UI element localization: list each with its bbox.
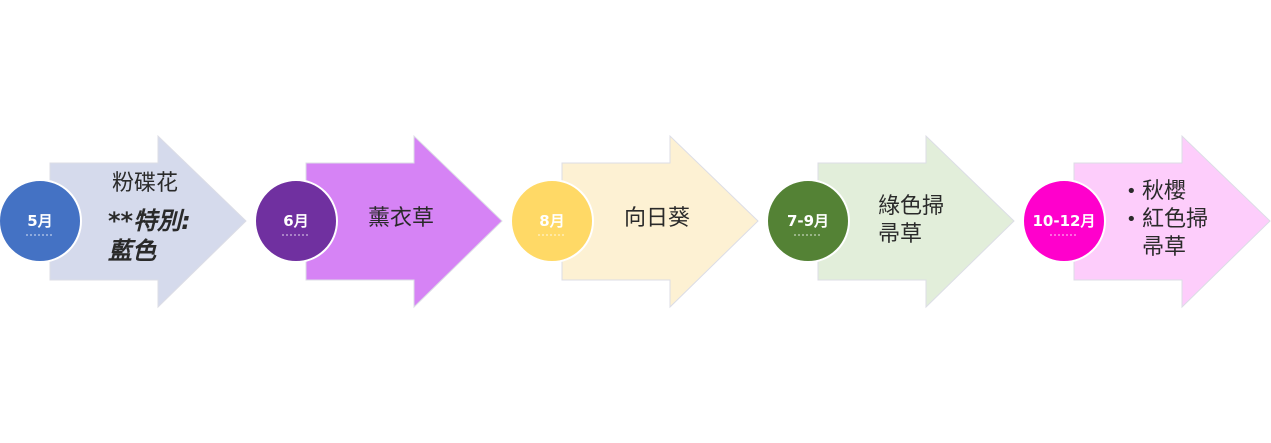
month-circle bbox=[1022, 179, 1106, 263]
month-circle bbox=[254, 179, 338, 263]
step-bullet-list: •秋櫻•紅色掃帚草 bbox=[1126, 178, 1208, 262]
step-label-line: 粉碟花 bbox=[112, 171, 179, 196]
step-label: 粉碟花 **特別:藍色 bbox=[108, 170, 191, 266]
step-arrow bbox=[561, 134, 759, 309]
step-bullet-continuation: 帚草 bbox=[1142, 235, 1187, 260]
month-circle bbox=[0, 179, 82, 263]
month-circle bbox=[766, 179, 850, 263]
month-label: 5月 bbox=[27, 212, 52, 230]
step-label: 綠色掃帚草 bbox=[878, 193, 944, 249]
month-label: 7-9月 bbox=[787, 212, 829, 230]
step-label-line: **特別: bbox=[108, 207, 191, 235]
step-label-line: 藍色 bbox=[108, 237, 156, 265]
month-label: 10-12月 bbox=[1033, 212, 1096, 230]
bullet-dot-icon: • bbox=[1126, 181, 1137, 202]
step-bullet-text: 紅色掃 bbox=[1142, 207, 1209, 232]
step-label-line: 帚草 bbox=[878, 222, 923, 247]
month-label: 6月 bbox=[283, 212, 308, 230]
step-arrow bbox=[49, 134, 247, 309]
step-bullet-text: 秋櫻 bbox=[1142, 179, 1187, 204]
month-label: 8月 bbox=[539, 212, 564, 230]
step-arrow bbox=[817, 134, 1015, 309]
step-label-line: 薰衣草 bbox=[368, 206, 435, 231]
step-bullet-item: •秋櫻 bbox=[1126, 178, 1208, 206]
month-circle bbox=[510, 179, 594, 263]
step-label: 向日葵 bbox=[624, 205, 690, 233]
bullet-dot-icon: • bbox=[1126, 209, 1137, 230]
step-arrow bbox=[1073, 134, 1271, 309]
step-bullet-item: •紅色掃帚草 bbox=[1126, 206, 1208, 262]
step-label: •秋櫻•紅色掃帚草 bbox=[1126, 178, 1208, 262]
step-label-line: 綠色掃 bbox=[878, 194, 945, 219]
step-arrow bbox=[305, 134, 503, 309]
step-label-line: 向日葵 bbox=[624, 206, 691, 231]
step-label: 薰衣草 bbox=[368, 205, 434, 233]
